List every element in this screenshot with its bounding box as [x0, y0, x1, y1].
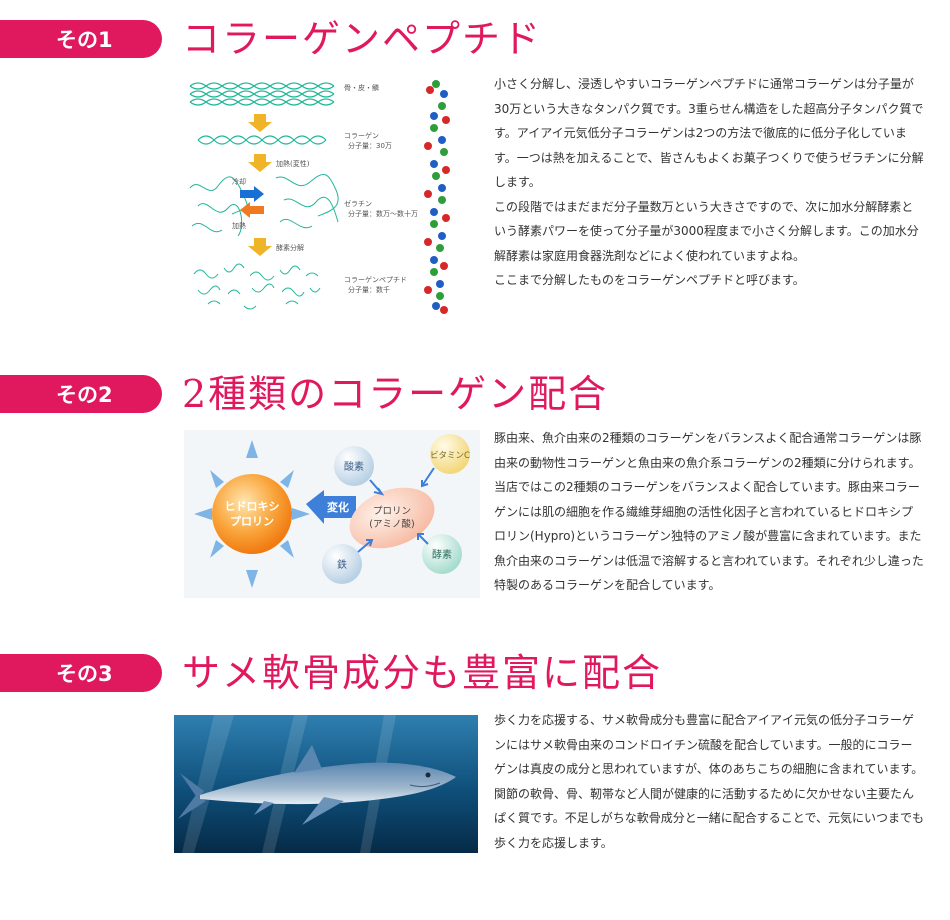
left-arrow-icon — [240, 202, 264, 218]
proline-ellipse — [349, 487, 435, 549]
bubble-label: ビタミンC — [430, 451, 470, 461]
label-skin: 骨・皮・鱗 — [344, 83, 379, 92]
section-badge: その1 — [0, 20, 162, 58]
vitamin-bubble — [430, 434, 470, 474]
oxygen-bubble — [334, 446, 374, 486]
label-collagen-mw: 分子量：30万 — [348, 141, 392, 150]
section-badge: その3 — [0, 654, 162, 692]
label-cool: 冷却 — [232, 177, 246, 186]
down-arrow-icon — [248, 238, 272, 256]
label-gelatin: ゼラチン — [344, 199, 372, 208]
proline-label: プロリン — [373, 506, 411, 517]
label-heat: 加熱(変性) — [276, 159, 310, 168]
sphere-label: プロリン — [230, 514, 274, 528]
small-arrows — [357, 467, 435, 553]
label-heating: 加熱 — [232, 221, 246, 230]
paragraph: 豚由来、魚介由来の2種類のコラーゲンをバランスよく配合通常コラーゲンは豚由来の動… — [494, 431, 924, 592]
hydroxyproline-sphere — [212, 474, 292, 554]
triple-helix-illustration — [424, 80, 450, 314]
down-arrow-icon — [248, 114, 272, 132]
section-title: コラーゲンペプチド — [182, 17, 543, 61]
sun-rays — [194, 440, 310, 588]
hydroxyproline-diagram: ヒドロキシ プロリン 変化 プロリン (アミノ酸) 酸素 ビタミンC 鉄 酵素 — [184, 430, 480, 598]
label-collagen: コラーゲン — [344, 131, 379, 140]
paragraph: 小さく分解し、浸透しやすいコラーゲンペプチドに通常コラーゲンは分子量が30万とい… — [494, 77, 924, 189]
proline-label: (アミノ酸) — [369, 518, 414, 530]
paragraph: ここまで分解したものをコラーゲンペプチドと呼びます。 — [494, 273, 805, 287]
section-2-text: 豚由来、魚介由来の2種類のコラーゲンをバランスよく配合通常コラーゲンは豚由来の動… — [494, 426, 924, 598]
change-arrow-icon — [306, 490, 356, 524]
bubble-label: 酸素 — [344, 460, 364, 473]
label-peptide: コラーゲンペプチド — [344, 275, 407, 284]
section-badge: その2 — [0, 375, 162, 413]
section-title: サメ軟骨成分も豊富に配合 — [182, 651, 663, 695]
label-enzyme: 酵素分解 — [276, 243, 304, 252]
right-arrow-icon — [240, 186, 264, 202]
paragraph: 歩く力を応援する、サメ軟骨成分も豊富に配合アイアイ元気の低分子コラーゲンにはサメ… — [494, 713, 924, 850]
down-arrow-icon — [248, 154, 272, 172]
section-3-text: 歩く力を応援する、サメ軟骨成分も豊富に配合アイアイ元気の低分子コラーゲンにはサメ… — [494, 708, 924, 855]
shark-photo — [174, 715, 478, 853]
sphere-label: ヒドロキシ — [225, 500, 280, 513]
change-label: 変化 — [327, 500, 349, 514]
section-1-text: 小さく分解し、浸透しやすいコラーゲンペプチドに通常コラーゲンは分子量が30万とい… — [494, 72, 924, 293]
label-gelatin-mw: 分子量：数万〜数十万 — [348, 209, 418, 218]
enzyme-bubble — [422, 534, 462, 574]
paragraph: この段階ではまだまだ分子量数万という大きさですので、次に加水分解酵素という酵素パ… — [494, 199, 919, 263]
section-title: 2種類のコラーゲン配合 — [182, 372, 609, 416]
label-peptide-mw: 分子量：数千 — [348, 285, 390, 294]
bubble-label: 鉄 — [337, 558, 347, 571]
collagen-decomposition-diagram: 骨・皮・鱗 コラーゲン 分子量：30万 加熱(変性) 冷却 加熱 ゼラチン 分子… — [189, 80, 450, 314]
shark-shape — [178, 745, 456, 825]
iron-bubble — [322, 544, 362, 584]
bubble-label: 酵素 — [432, 548, 452, 561]
